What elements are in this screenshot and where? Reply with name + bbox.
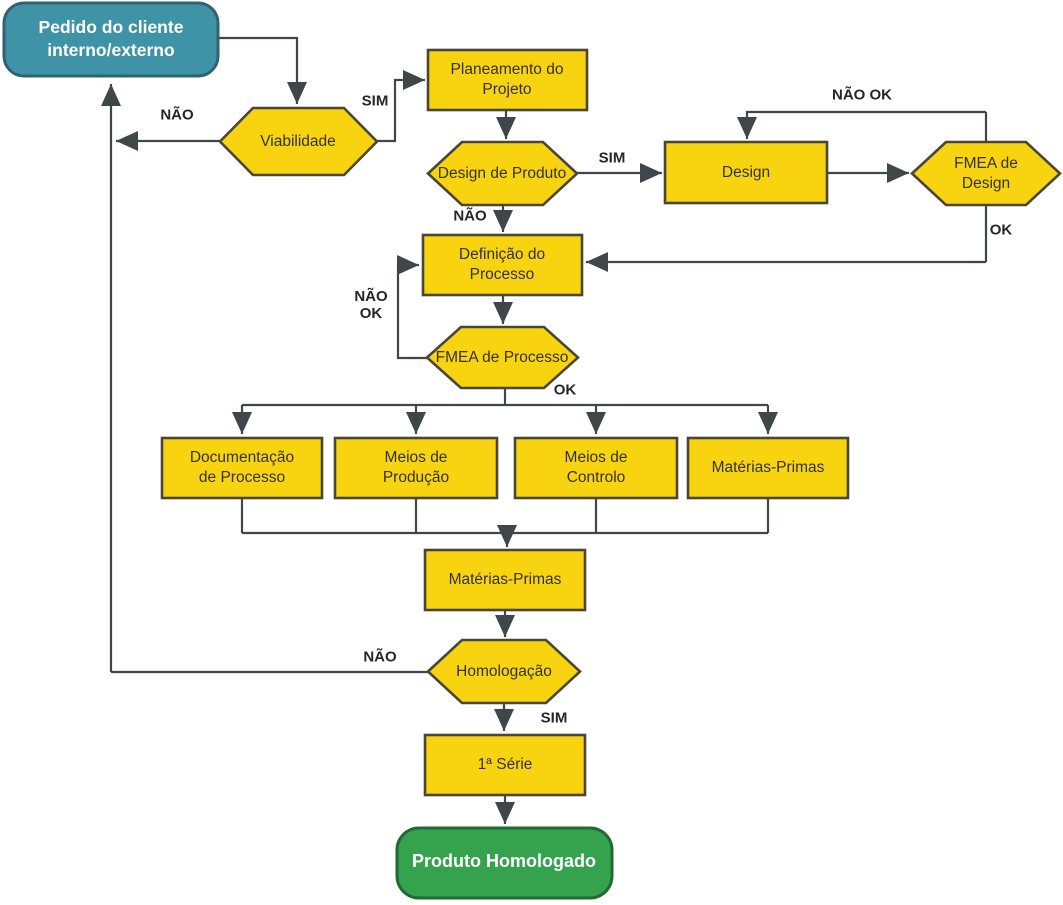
node-produto-homologado — [395, 826, 614, 900]
node-primeira-serie — [423, 733, 587, 797]
node-meios-producao — [333, 436, 499, 500]
node-meios-controlo — [513, 436, 679, 500]
node-definicao-processo — [421, 233, 584, 297]
node-documentacao-processo — [160, 436, 324, 500]
node-fmea-processo — [425, 325, 580, 390]
edge-fmeadesign-naook — [737, 110, 986, 139]
node-design-produto — [426, 140, 579, 207]
edge-pedido-viabilidade — [218, 36, 307, 104]
edge-viabilidade-sim — [377, 70, 425, 143]
node-materias-primas-recursos — [686, 436, 850, 500]
edges-group — [101, 36, 988, 824]
node-pedido-cliente — [2, 1, 220, 78]
node-homologacao — [426, 638, 582, 705]
node-planeamento-projeto — [426, 48, 589, 112]
node-fmea-design — [910, 140, 1062, 207]
node-design — [663, 140, 829, 205]
node-materias-primas — [423, 548, 587, 612]
edge-fmeaprocesso-naook — [396, 255, 427, 360]
node-viabilidade — [218, 106, 379, 177]
